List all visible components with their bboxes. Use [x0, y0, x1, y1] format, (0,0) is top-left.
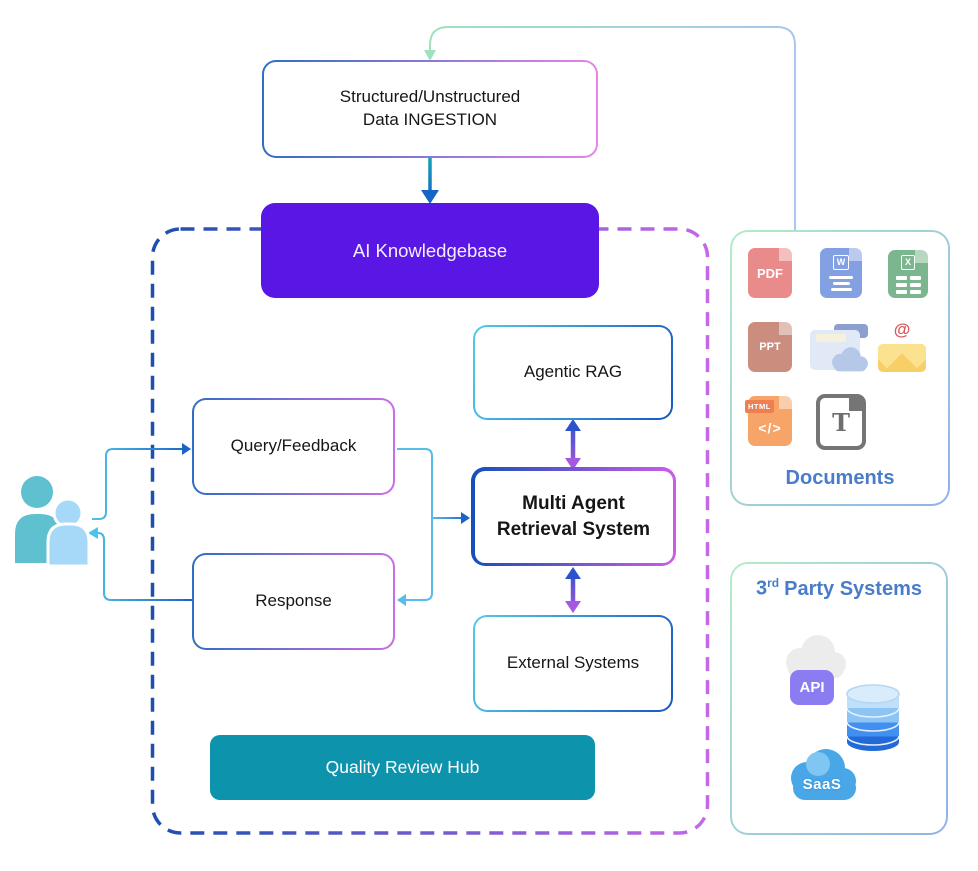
top-connector-line: [424, 26, 796, 230]
ingestion-box: Structured/Unstructured Data INGESTION: [262, 60, 598, 158]
response-label: Response: [255, 591, 332, 611]
ai-knowledgebase-box: AI Knowledgebase: [261, 203, 599, 298]
documents-panel: PDF W X PPT: [730, 230, 950, 506]
html-code-glyph: </>: [758, 420, 782, 436]
query-feedback-box: Query/Feedback: [192, 398, 395, 495]
pdf-icon: PDF: [748, 248, 792, 298]
retrieval-line: [432, 512, 470, 524]
query-feedback-label: Query/Feedback: [230, 436, 357, 456]
html-file-icon: HTML </>: [745, 396, 792, 446]
excel-sheet-icon: X: [888, 250, 928, 298]
quality-review-hub-box: Quality Review Hub: [210, 735, 595, 800]
text-icon-glyph: T: [832, 407, 850, 437]
email-icon: @: [878, 320, 926, 372]
word-icon-badge: W: [832, 255, 850, 270]
query-line: [92, 443, 191, 520]
excel-icon-badge: X: [900, 254, 915, 270]
email-at-glyph: @: [893, 320, 911, 339]
double-arrow-rag: [565, 419, 581, 470]
ai-knowledgebase-label: AI Knowledgebase: [352, 239, 508, 261]
ingestion-label-line2: Data INGESTION: [362, 110, 498, 129]
ingestion-label-line1: Structured/Unstructured: [339, 87, 521, 107]
response-line: [88, 527, 192, 601]
multi-agent-retrieval-box: Multi Agent Retrieval System: [471, 467, 676, 566]
dashed-boundary: [150, 227, 710, 835]
html-icon-badge: HTML: [745, 400, 774, 413]
pdf-icon-label: PDF: [757, 265, 783, 281]
quality-review-hub-label: Quality Review Hub: [325, 757, 480, 777]
saas-cloud-icon: SaaS: [782, 746, 862, 808]
ppt-icon-label: PPT: [759, 341, 781, 353]
word-doc-icon: W: [820, 248, 862, 298]
double-arrow-external: [565, 567, 581, 613]
ingestion-arrow: [421, 158, 439, 204]
api-cloud-icon: API: [776, 632, 856, 705]
text-file-icon: T: [816, 394, 866, 450]
agentic-rag-box: Agentic RAG: [473, 325, 673, 420]
documents-panel-title: Documents: [785, 467, 895, 489]
folder-cloud-puff: [832, 347, 868, 372]
saas-label: SaaS: [802, 776, 842, 793]
api-badge: API: [790, 670, 834, 705]
users-icon: [15, 476, 91, 568]
external-systems-label: External Systems: [506, 653, 640, 673]
external-systems-box: External Systems: [473, 615, 673, 712]
folder-cloud-icon: [808, 322, 874, 374]
ppt-icon: PPT: [748, 322, 792, 372]
response-box: Response: [192, 553, 395, 650]
database-icon: [844, 684, 904, 760]
multi-agent-label-line1: Multi Agent: [522, 492, 625, 514]
agentic-rag-label: Agentic RAG: [523, 362, 623, 382]
feedback-loop-line: [397, 448, 433, 606]
multi-agent-label-line2: Retrieval System: [496, 518, 651, 540]
